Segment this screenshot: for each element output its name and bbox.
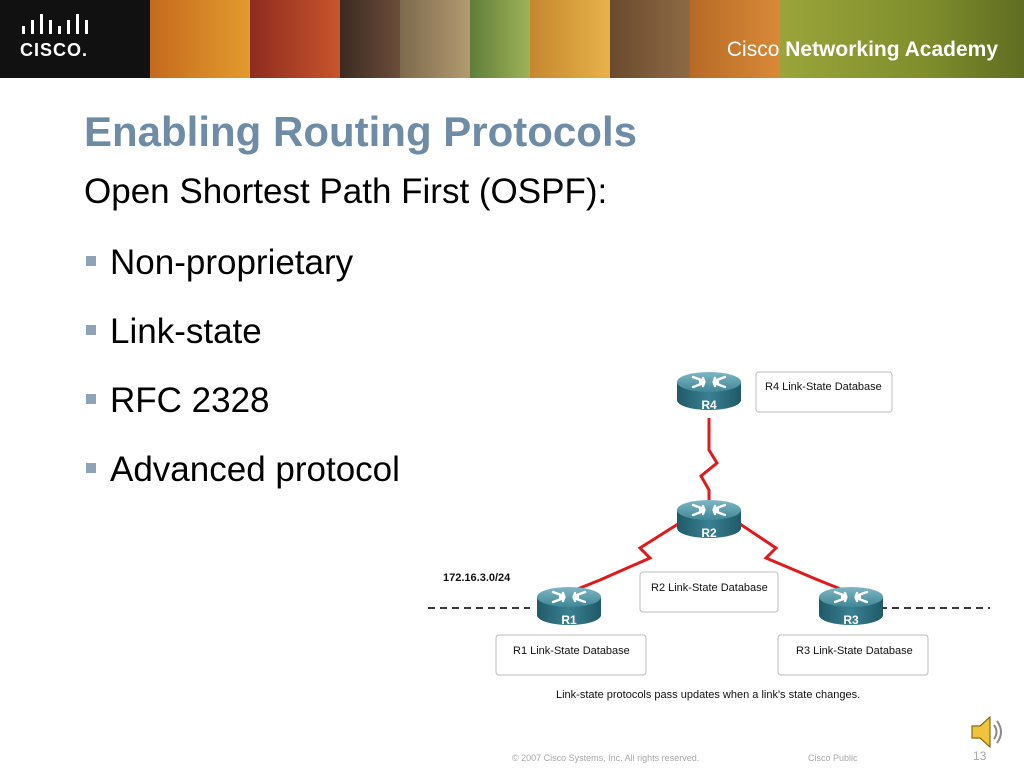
database-label: R4 Link-State Database [765,381,882,393]
slide-subtitle: Open Shortest Path First (OSPF): [84,172,608,211]
banner-photo-6 [530,0,610,78]
header-banner: CISCO. Cisco Networking Academy [0,0,1024,78]
network-label: 172.16.3.0/24 [443,572,511,584]
page-number: 13 [973,749,987,763]
cisco-logo: CISCO. [0,0,150,78]
academy-suffix: Networking Academy [785,38,998,61]
bullet-text: Advanced protocol [110,450,400,489]
bullet-item: Advanced protocol [86,447,400,516]
banner-photo-3 [340,0,400,78]
bullet-text: RFC 2328 [110,381,270,420]
router-r2-icon: R2 [675,498,743,540]
database-box-r3: R3 Link-State Database [777,634,929,676]
bullet-text: Link-state [110,312,262,351]
database-box-r2: R2 Link-State Database [639,571,779,613]
router-label: R4 [701,398,717,412]
router-r3-icon: R3 [817,585,885,627]
diagram-caption: Link-state protocols pass updates when a… [556,689,860,701]
banner-photo-9 [780,0,1024,78]
bullet-square-icon [86,463,96,473]
bullet-list: Non-proprietary Link-state RFC 2328 Adva… [86,240,400,516]
cisco-bridge-icon [22,14,88,34]
slide-title: Enabling Routing Protocols [84,108,637,155]
banner-photo-2 [250,0,340,78]
serial-link-r4-r2 [699,418,719,500]
router-label: R3 [843,613,859,627]
banner-photo-1 [150,0,250,78]
footer-classification: Cisco Public [808,753,858,763]
bullet-square-icon [86,325,96,335]
footer-copyright: © 2007 Cisco Systems, Inc. All rights re… [512,753,700,763]
serial-link-r2-r3 [739,522,849,594]
bullet-text: Non-proprietary [110,243,354,282]
ospf-topology-diagram: 172.16.3.0/24 R4 Link-State Database R2 … [428,370,990,701]
banner-photo-5 [470,0,530,78]
database-label: R2 Link-State Database [651,582,768,594]
bullet-item: Link-state [86,309,400,378]
database-label: R1 Link-State Database [513,645,630,657]
router-label: R1 [561,613,577,627]
database-label: R3 Link-State Database [796,645,913,657]
database-box-r4: R4 Link-State Database [755,371,893,413]
banner-photo-7 [610,0,690,78]
academy-prefix: Cisco [726,38,786,61]
cisco-wordmark: CISCO. [20,40,89,60]
bullet-square-icon [86,394,96,404]
bullet-square-icon [86,256,96,266]
database-box-r1: R1 Link-State Database [495,634,647,676]
academy-title: Cisco Networking Academy [727,38,998,62]
speaker-icon[interactable] [970,713,1006,751]
serial-link-r2-r1 [569,522,679,594]
bullet-item: RFC 2328 [86,378,400,447]
banner-photo-8 [690,0,780,78]
router-label: R2 [701,526,717,540]
router-r4-icon: R4 [675,370,743,412]
bullet-item: Non-proprietary [86,240,400,309]
banner-photo-4 [400,0,470,78]
router-r1-icon: R1 [535,585,603,627]
